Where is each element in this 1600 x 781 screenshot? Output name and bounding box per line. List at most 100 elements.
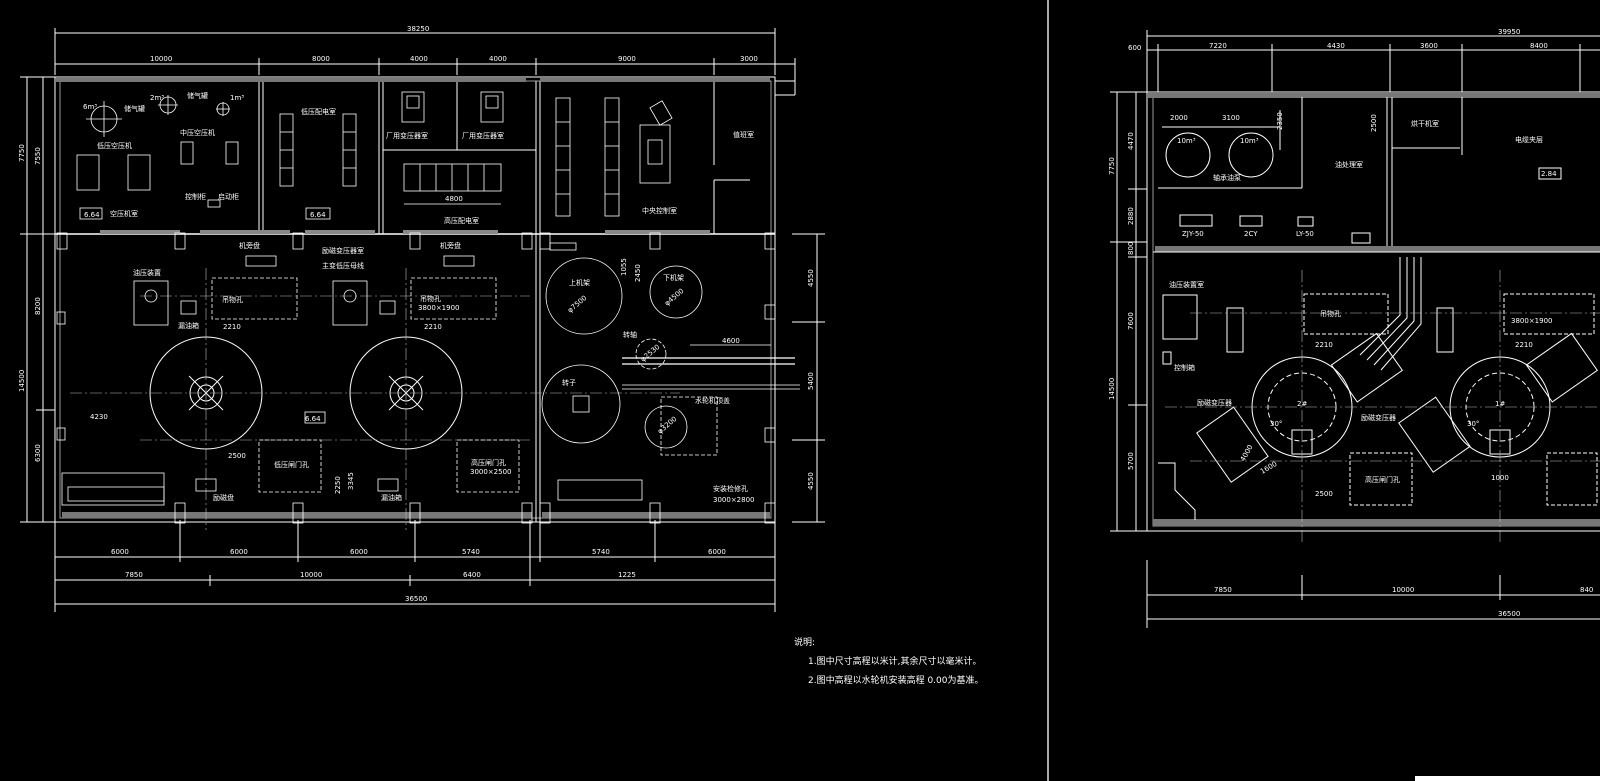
label-gas-tank: 储气罐	[187, 91, 208, 100]
dim-left-inner: 6300	[34, 444, 42, 462]
label-tank: 10m³	[1177, 137, 1196, 145]
label-transformer-room: 厂用变压器室	[462, 131, 504, 140]
dim-top-seg: 8400	[1530, 42, 1548, 50]
label-hoist-dims: 3800×1900	[1511, 317, 1553, 325]
transformer-cells	[401, 91, 504, 123]
dim-2350: 2350	[1276, 112, 1284, 130]
dim-top-seg: 3000	[740, 55, 758, 63]
left-plan-labels: 38250 10000 8000 4000 4000 9000 3000 775…	[18, 25, 815, 603]
dim-top-seg: 3600	[1420, 42, 1438, 50]
label-install-dims: 3000×2800	[713, 496, 755, 504]
dim-2000: 2000	[1170, 114, 1188, 122]
label-lv-hatch: 低压闸门孔	[274, 460, 309, 469]
label-elev: 6.64	[310, 211, 326, 219]
dim-left-inner: 8200	[34, 297, 42, 315]
left-floor-plan	[20, 28, 825, 612]
dim-bottom-2: 10000	[300, 571, 322, 579]
label-hoist-hole: 吊物孔	[1320, 309, 1341, 318]
label-hoist-dims: 3800×1900	[418, 304, 460, 312]
dim-left-inner: 5700	[1127, 452, 1135, 470]
dim-2500: 2500	[1315, 490, 1333, 498]
dim-bottom: 5740	[462, 548, 480, 556]
dim-left-inner: 4470	[1127, 132, 1135, 150]
label-elev: 6.64	[305, 415, 321, 423]
dim-bottom: 6000	[350, 548, 368, 556]
dim-top-seg: 4000	[489, 55, 507, 63]
label-unit: 1#	[1495, 400, 1505, 408]
label-zjy: ZJY-50	[1182, 230, 1204, 238]
erection-bay	[541, 242, 800, 501]
label-hoist-hole: 吊物孔	[222, 295, 243, 304]
dim-bottom-overall: 36500	[1498, 610, 1520, 618]
dim-bottom-overall: 36500	[405, 595, 427, 603]
dim-bottom: 7850	[1214, 586, 1232, 594]
label-elev: 2.84	[1541, 170, 1557, 178]
dim-right: 4550	[807, 472, 815, 490]
dim-2500: 2500	[228, 452, 246, 460]
dim-bottom-2: 7850	[125, 571, 143, 579]
dim-top-seg: 4000	[410, 55, 428, 63]
right-floor-plan	[1110, 30, 1600, 628]
dim-2250: 2250	[334, 476, 342, 494]
dim-top-seg: 9000	[618, 55, 636, 63]
dim-left-inner: 7600	[1127, 312, 1135, 330]
label-unit-panel: 机旁盘	[239, 241, 260, 250]
label-cable-tray: 励磁变压器室	[322, 246, 364, 255]
label-cable-tray: 主变低压母线	[322, 261, 364, 270]
dim-bottom: 840	[1580, 586, 1593, 594]
label-oil-pressure: 油压装置	[133, 268, 161, 277]
dim-left-inner: 800	[1127, 242, 1135, 255]
left-left-dimensions	[20, 76, 55, 523]
label-leak: 漏油箱	[381, 493, 402, 502]
hv-switchgear	[403, 163, 502, 205]
dim-right: 5400	[807, 372, 815, 390]
floor-openings	[61, 255, 520, 506]
label-leak-oil: 漏油箱	[178, 321, 199, 330]
dim-bottom: 6000	[708, 548, 726, 556]
left-bottom-dimensions	[54, 520, 776, 612]
dim-4800: 4800	[445, 195, 463, 203]
label-install-hole: 安装检修孔	[713, 484, 748, 493]
dim-2210: 2210	[223, 323, 241, 331]
dim-bottom: 5740	[592, 548, 610, 556]
label-angle: 30°	[1270, 420, 1282, 428]
notes-title: 说明:	[794, 636, 815, 648]
label-starter-cabinet: 启动柜	[218, 192, 239, 201]
label-hv-room: 高压配电室	[444, 216, 479, 225]
dim-top-seg: 4430	[1327, 42, 1345, 50]
label-elev: 6.64	[84, 211, 100, 219]
central-control-panels	[555, 97, 673, 217]
label-low-compressor: 低压空压机	[97, 141, 132, 150]
label-rotor: 转子	[562, 378, 576, 387]
dim-left-outer: 7750	[18, 144, 26, 162]
label-upper-bracket: 上机架	[569, 278, 590, 287]
label-dry-machine: 烘干机室	[1411, 119, 1439, 128]
label-control-cabinet: 控制柜	[185, 192, 206, 201]
label-shaft: 转轴	[623, 330, 637, 339]
notes-line-1: 1.图中尺寸高程以米计,其余尺寸以毫米计。	[808, 655, 981, 667]
dim-top-seg: 7220	[1209, 42, 1227, 50]
dim-bottom: 10000	[1392, 586, 1414, 594]
dim-overall-top: 38250	[407, 25, 429, 33]
label-tank-6m3: 6m³	[83, 103, 97, 111]
dim-3100: 3100	[1222, 114, 1240, 122]
compressor-room-equipment	[76, 95, 239, 220]
dim-left-outer: 14500	[1108, 378, 1116, 400]
label-ly: LY-50	[1296, 230, 1314, 238]
dim-bottom-2: 6400	[463, 571, 481, 579]
label-tank-2m3: 2m³	[150, 94, 164, 102]
dim-2210: 2210	[1515, 341, 1533, 349]
label-unit-panel: 机旁盘	[440, 241, 461, 250]
label-hv-hatch-dims: 3000×2500	[470, 468, 512, 476]
label-lower-bracket: 下机架	[663, 273, 684, 282]
label-2cy: 2CY	[1244, 230, 1258, 238]
dim-2450: 2450	[634, 264, 642, 282]
drawing-notes: 说明: 1.图中尺寸高程以米计,其余尺寸以毫米计。 2.图中高程以水轮机安装高程…	[794, 636, 984, 686]
dim-2500: 2500	[1370, 114, 1378, 132]
label-transformer-room: 厂用变压器室	[386, 131, 428, 140]
dim-left-outer: 14500	[18, 370, 26, 392]
dim-bottom: 6000	[230, 548, 248, 556]
label-control-box: 控制箱	[1174, 363, 1195, 372]
dim-4230: 4230	[90, 413, 108, 421]
label-tank: 10m³	[1240, 137, 1259, 145]
